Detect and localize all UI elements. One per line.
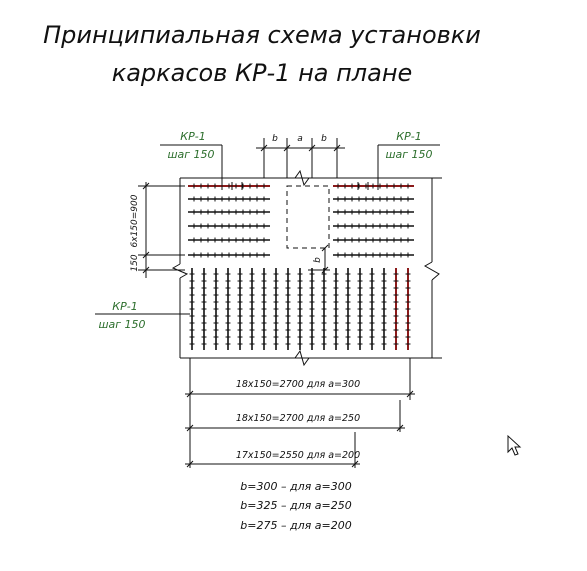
title-line-1: Принципиальная схема установки [43,21,481,49]
dim-vertical-150: 150 [130,254,140,271]
dim-row-3: 17x150=2550 для a=200 [236,450,360,461]
bottom-dimensions [185,358,415,468]
callout-left-mid-step: шаг 150 [98,318,145,331]
callout-left-top-mark: КР-1 [180,130,205,143]
note-1: b=300 – для a=300 [240,480,351,493]
dim-b-vertical: b [313,257,323,263]
note-2: b=325 – для a=250 [240,499,351,512]
plan-frame [171,138,442,367]
mouse-cursor-icon [507,434,522,456]
dim-vertical-span: 6x150=900 [130,194,140,247]
dim-b-right: b [321,134,327,144]
note-3: b=275 – для a=200 [240,519,351,532]
dim-row-2: 18x150=2700 для a=250 [236,413,360,424]
reinforcement-cages [188,182,414,350]
callout-right-top-step: шаг 150 [385,148,432,161]
dim-a: a [297,134,303,144]
dim-b-left: b [272,134,278,144]
callout-right-top-mark: КР-1 [396,130,421,143]
callout-left-top-step: шаг 150 [167,148,214,161]
callout-leaders [95,144,440,315]
left-vertical-dimension [138,182,185,278]
top-dimension-chain [256,144,345,152]
dim-row-1: 18x150=2700 для a=300 [236,379,360,390]
callout-left-mid-mark: КР-1 [112,300,137,313]
title-line-2: каркасов КР-1 на плане [112,59,413,87]
